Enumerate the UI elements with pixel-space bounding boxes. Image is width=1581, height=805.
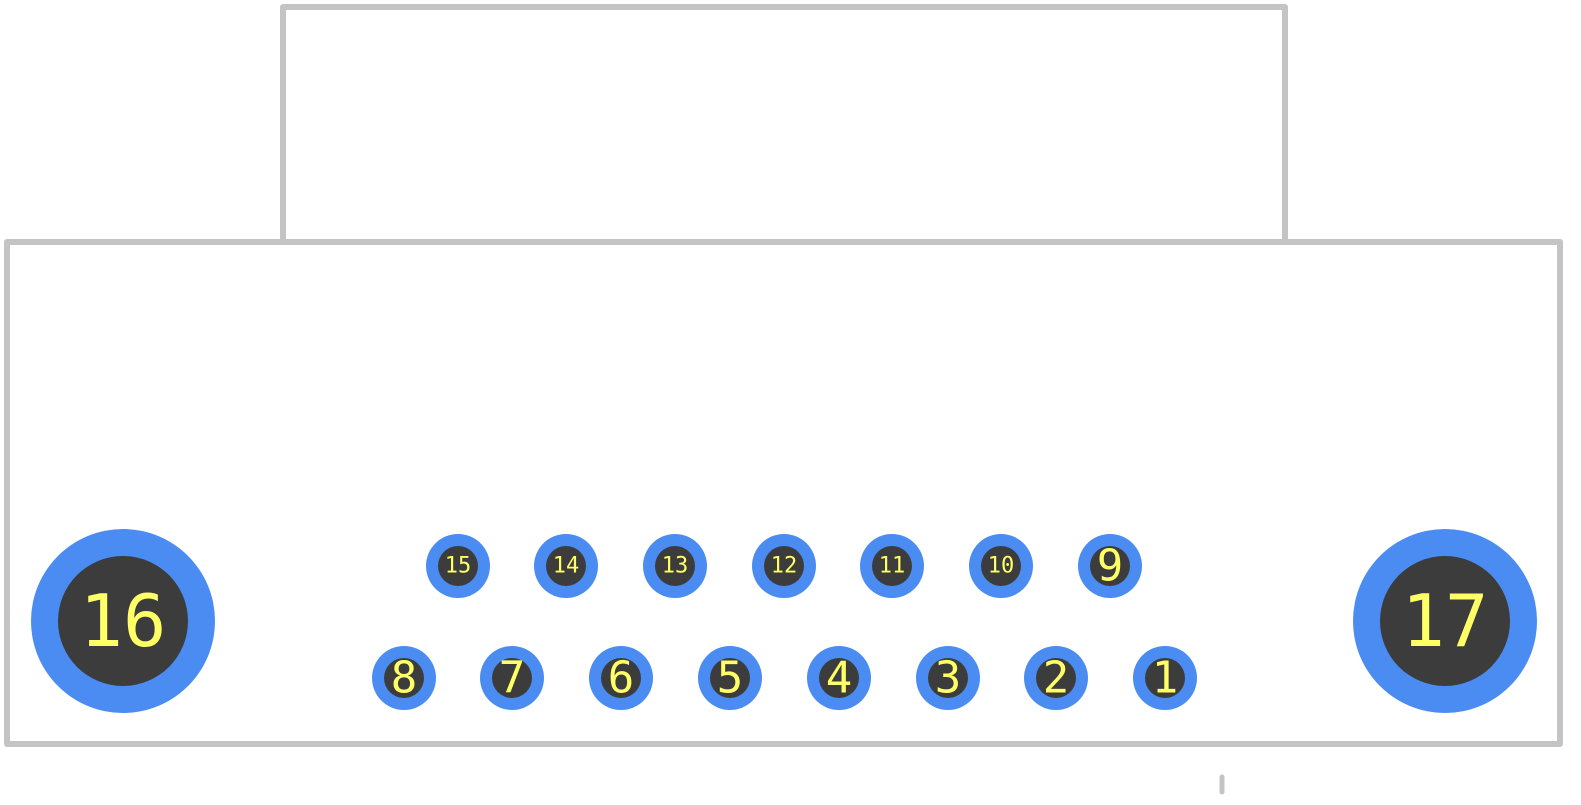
pad-hole [384, 658, 424, 698]
pad-label: 16 [80, 579, 167, 663]
pad-label: 1 [1152, 653, 1179, 704]
pad-15: 15 [426, 534, 490, 598]
pad-label: 3 [935, 653, 962, 704]
pad-hole [1380, 556, 1510, 686]
pad-12: 12 [752, 534, 816, 598]
pad-label: 4 [826, 653, 853, 704]
pad-label: 13 [662, 554, 689, 579]
pad-17: 17 [1353, 529, 1537, 713]
pad-label: 10 [988, 554, 1015, 579]
pad-11: 11 [860, 534, 924, 598]
pad-9: 9 [1078, 534, 1142, 598]
pad-hole [1145, 658, 1185, 698]
pad-hole [981, 546, 1021, 586]
pad-1: 1 [1133, 646, 1197, 710]
connector-body-outline [4, 239, 1563, 747]
pad-label: 9 [1097, 541, 1124, 592]
pad-2: 2 [1024, 646, 1088, 710]
connector-shroud-outline [280, 4, 1288, 245]
pad-hole [710, 658, 750, 698]
pad-label: 12 [771, 554, 798, 579]
pad-6: 6 [589, 646, 653, 710]
pad-14: 14 [534, 534, 598, 598]
pad-hole [546, 546, 586, 586]
pad-label: 2 [1043, 653, 1070, 704]
pad-hole [1090, 546, 1130, 586]
pad-3: 3 [916, 646, 980, 710]
pad-label: 11 [879, 554, 906, 579]
pad-5: 5 [698, 646, 762, 710]
pad-hole [928, 658, 968, 698]
pad-4: 4 [807, 646, 871, 710]
pad-hole [872, 546, 912, 586]
pad-label: 15 [445, 554, 472, 579]
pad-16: 16 [31, 529, 215, 713]
pad-label: 6 [608, 653, 635, 704]
pad-hole [438, 546, 478, 586]
pad-10: 10 [969, 534, 1033, 598]
pad-hole [1036, 658, 1076, 698]
pad-label: 17 [1402, 579, 1489, 663]
pad-label: 8 [391, 653, 418, 704]
pad-hole [601, 658, 641, 698]
pad-label: 14 [553, 554, 580, 579]
pad-label: 5 [717, 653, 744, 704]
pad-hole [819, 658, 859, 698]
pad-label: 7 [499, 653, 526, 704]
pad-7: 7 [480, 646, 544, 710]
pad-hole [58, 556, 188, 686]
pad-hole [655, 546, 695, 586]
pad-hole [764, 546, 804, 586]
pad-hole [492, 658, 532, 698]
pad-8: 8 [372, 646, 436, 710]
pad-13: 13 [643, 534, 707, 598]
